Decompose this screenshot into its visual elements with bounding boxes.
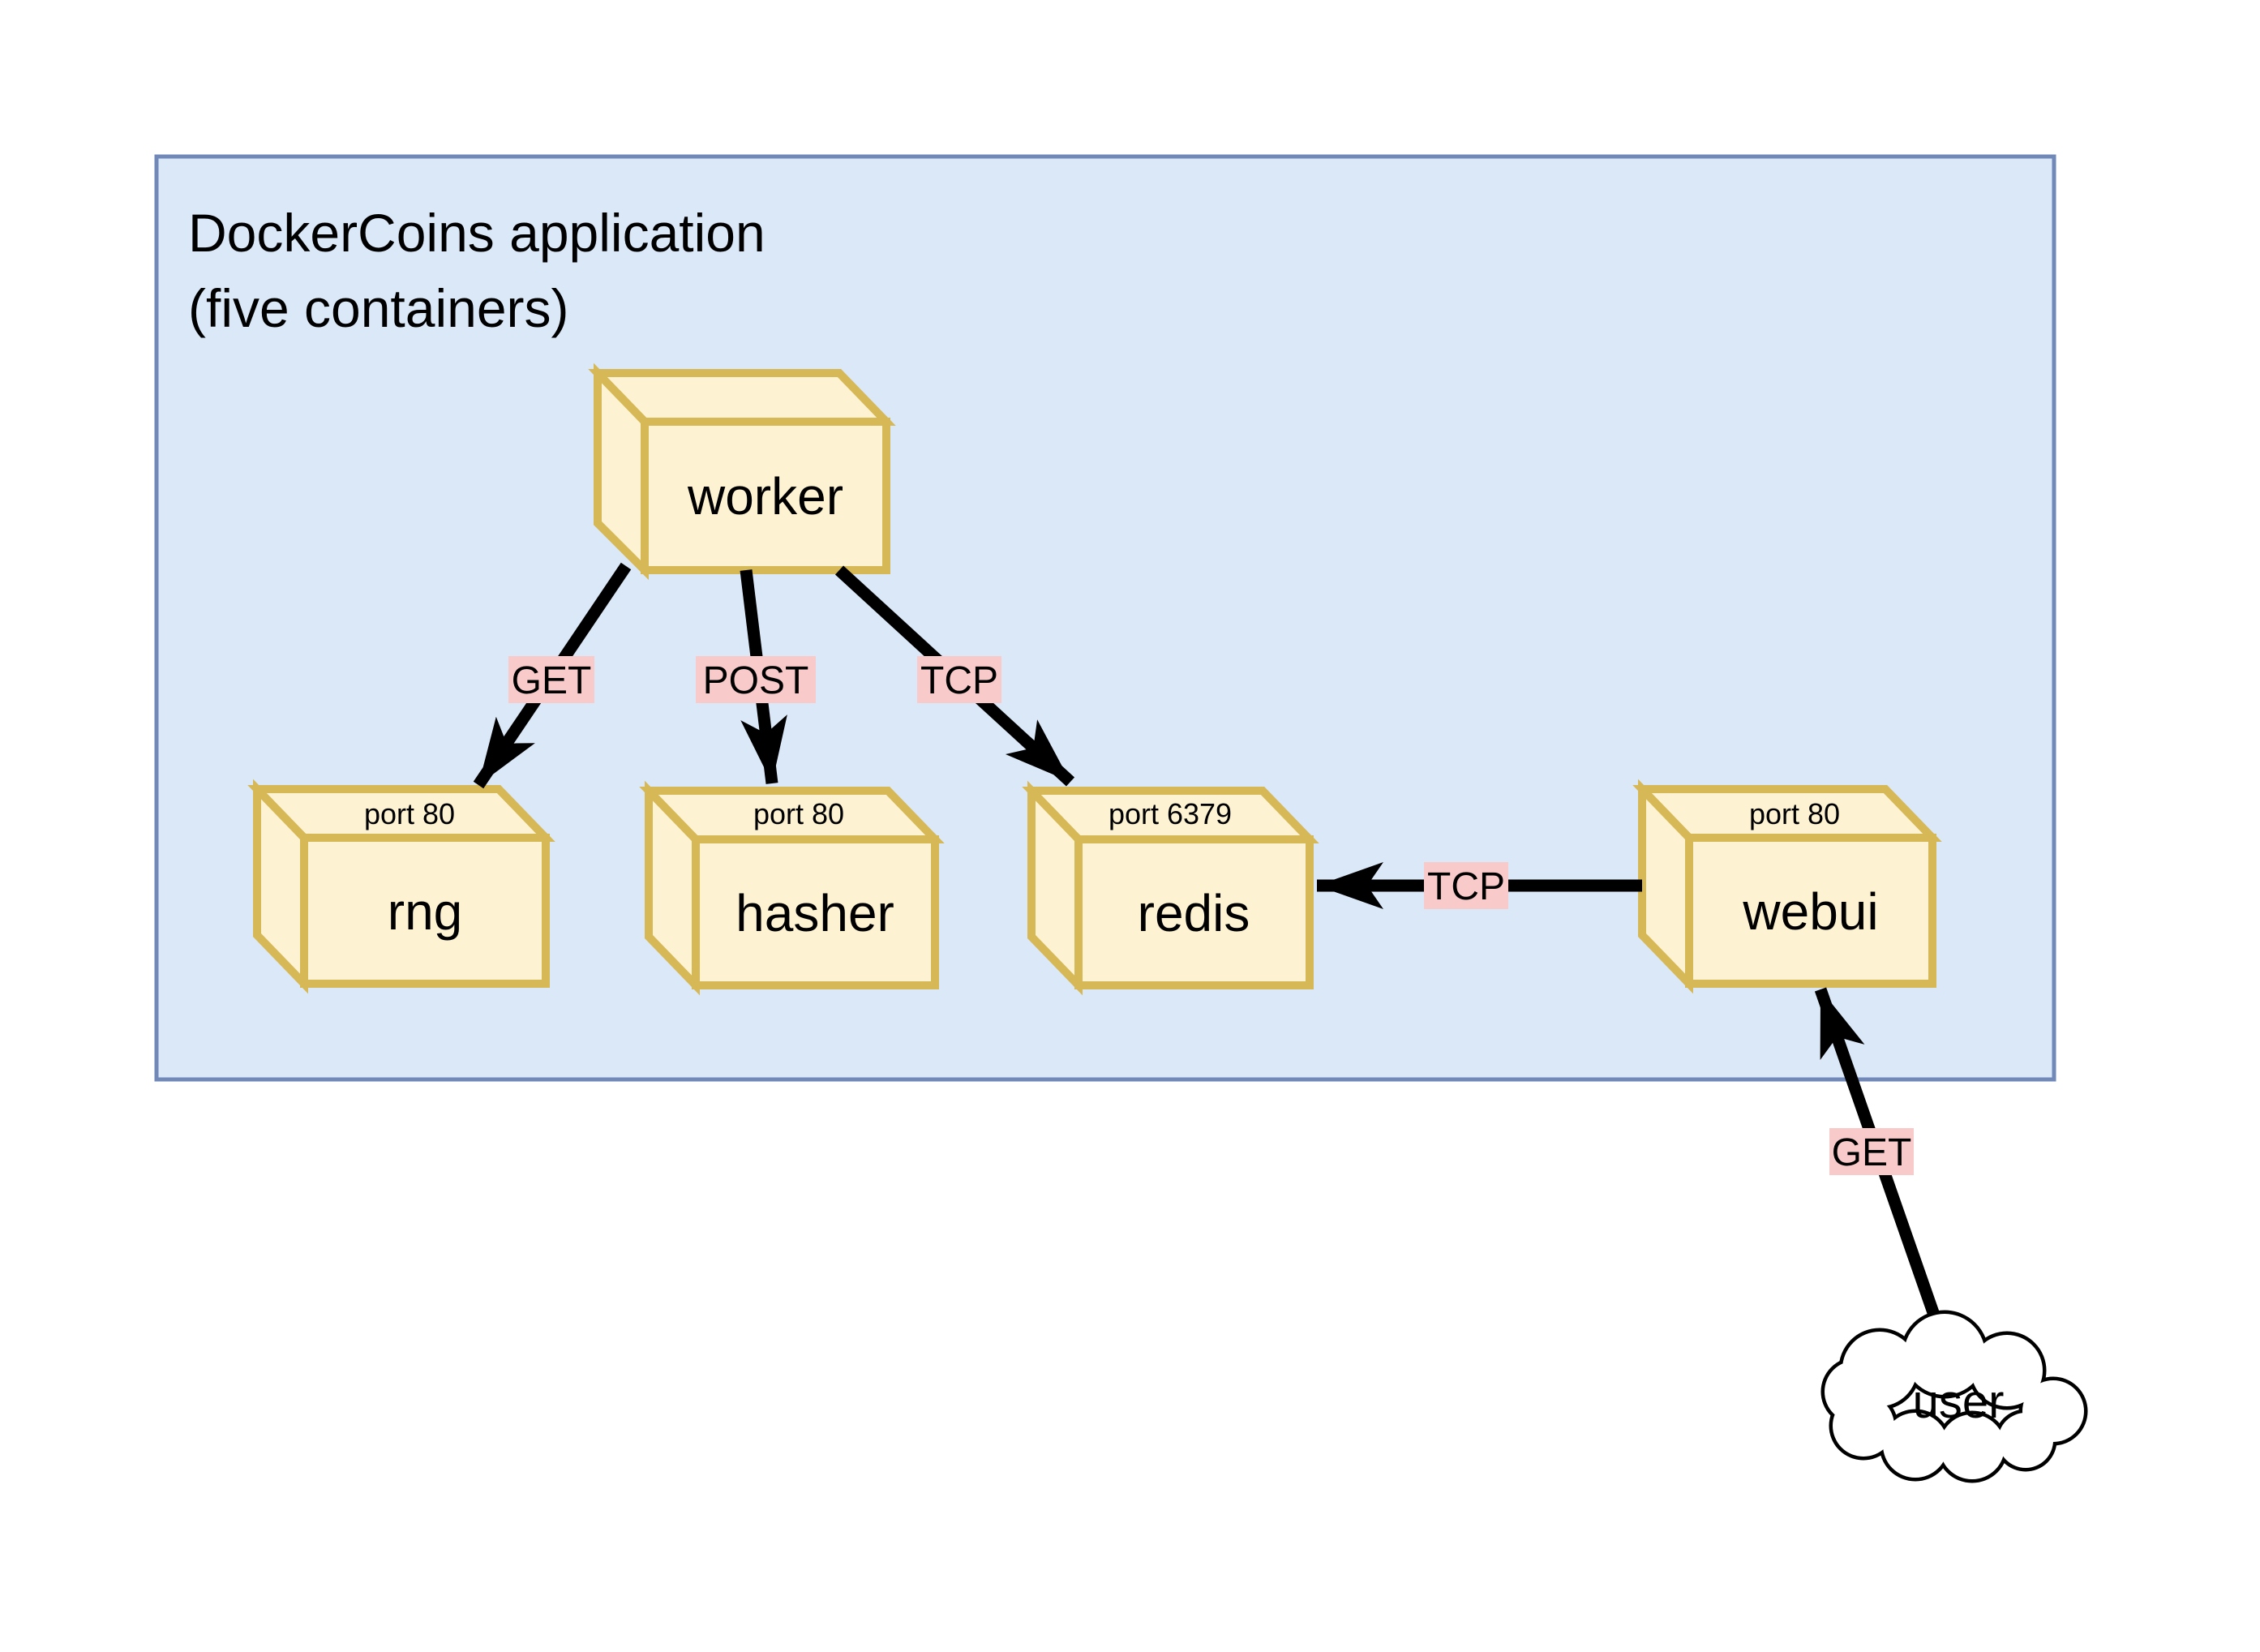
- connection-labels: GET POST TCP TCP GET: [508, 656, 1914, 1175]
- worker-name-label: worker: [687, 467, 843, 526]
- rng-name-label: rng: [388, 882, 463, 941]
- redis-name-label: redis: [1138, 884, 1250, 942]
- tcp-label-bg: [917, 656, 1001, 703]
- panel-title-line2: (five containers): [188, 278, 569, 338]
- webui-port-label: port 80: [1749, 797, 1840, 830]
- rng-box-front-face: [300, 834, 550, 988]
- user-cloud: user: [1820, 1310, 2088, 1483]
- connection-label-worker-hasher: POST: [696, 656, 816, 703]
- hasher-port-label: port 80: [753, 797, 844, 830]
- connection-label-worker-redis: TCP: [917, 656, 1001, 703]
- webui-box-front-face: [1685, 834, 1936, 988]
- container-hasher: port 80 hasher: [639, 780, 945, 996]
- rng-port-label: port 80: [364, 797, 455, 830]
- hasher-name-label: hasher: [735, 884, 894, 942]
- connection-label-user-webui: GET: [1829, 1128, 1914, 1175]
- hasher-box-front-face: [692, 835, 939, 989]
- redis-port-label: port 6379: [1109, 797, 1232, 830]
- container-rng: port 80 rng: [247, 779, 555, 994]
- container-redis: port 6379 redis: [1022, 780, 1319, 996]
- container-worker: worker: [588, 363, 896, 581]
- get-label-text: GET: [512, 659, 592, 702]
- user-label: user: [1913, 1375, 2005, 1428]
- tcp2-label-bg: [1424, 862, 1508, 909]
- connection-label-webui-redis: TCP: [1424, 862, 1508, 909]
- connection-label-worker-rng: GET: [508, 656, 594, 703]
- get-label-bg: [508, 656, 594, 703]
- user-cloud-fill: [1825, 1314, 2084, 1479]
- redis-box-front-face: [1074, 835, 1314, 989]
- container-webui: port 80 webui: [1632, 779, 1942, 994]
- get2-label-text: GET: [1832, 1131, 1912, 1174]
- tcp2-label-text: TCP: [1427, 865, 1505, 908]
- worker-box-front-face: [641, 418, 890, 574]
- get2-label-bg: [1829, 1128, 1914, 1175]
- post-label-text: POST: [703, 659, 809, 702]
- panel-title-line1: DockerCoins application: [188, 203, 765, 263]
- webui-name-label: webui: [1742, 882, 1878, 941]
- post-label-bg: [696, 656, 816, 703]
- tcp-label-text: TCP: [920, 659, 998, 702]
